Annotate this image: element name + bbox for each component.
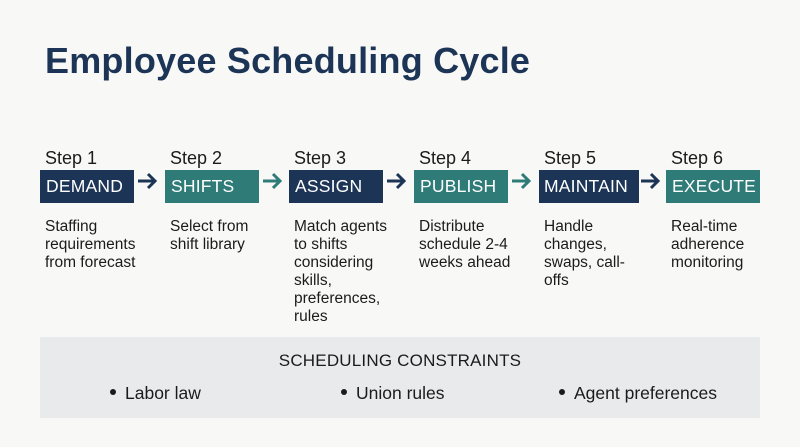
step-description: Match agents to shifts considering skill… (294, 218, 388, 325)
constraints-panel: SCHEDULING CONSTRAINTS Labor law Union r… (40, 337, 760, 418)
constraint-label: Labor law (125, 383, 201, 403)
step-box-shifts: SHIFTS (165, 170, 259, 203)
arrow-right-icon (512, 172, 532, 190)
step-box-publish: PUBLISH (414, 170, 508, 203)
step-description: Staffing requirements from forecast (45, 218, 136, 271)
step-number: Step 2 (170, 148, 223, 168)
constraint-item: Labor law (110, 383, 201, 404)
bullet-icon (341, 389, 347, 396)
step-6: Step 6 EXECUTE Real-time adherence monit… (666, 146, 771, 272)
step-2: Step 2 SHIFTS Select from shift library (165, 146, 280, 254)
constraints-title: SCHEDULING CONSTRAINTS (278, 351, 522, 370)
step-description: Select from shift library (170, 218, 249, 253)
step-box-maintain: MAINTAIN (539, 170, 639, 203)
arrow-right-icon (641, 172, 661, 190)
page-title: Employee Scheduling Cycle (45, 40, 531, 81)
step-3: Step 3 ASSIGN Match agents to shifts con… (289, 146, 404, 326)
constraint-item: Union rules (341, 383, 445, 404)
arrow-right-icon (138, 172, 158, 190)
step-description: Real-time adherence monitoring (671, 218, 745, 271)
arrow-right-icon (263, 172, 283, 190)
step-number: Step 1 (45, 148, 98, 168)
constraint-label: Agent preferences (574, 383, 718, 403)
step-5: Step 5 MAINTAIN Handle changes, swaps, c… (539, 146, 639, 290)
step-box-assign: ASSIGN (289, 170, 383, 203)
bullet-icon (110, 389, 116, 396)
step-1: Step 1 DEMAND Staffing requirements from… (40, 146, 155, 272)
bullet-icon (559, 389, 565, 396)
step-number: Step 4 (419, 148, 472, 168)
step-4: Step 4 PUBLISH Distribute schedule 2-4 w… (414, 146, 529, 272)
step-number: Step 3 (294, 148, 347, 168)
step-box-execute: EXECUTE (666, 170, 760, 203)
arrow-right-icon (387, 172, 407, 190)
constraint-item: Agent preferences (559, 383, 717, 404)
step-description: Handle changes, swaps, call-offs (544, 218, 625, 289)
step-number: Step 5 (544, 148, 597, 168)
constraint-label: Union rules (356, 383, 445, 403)
step-number: Step 6 (671, 148, 724, 168)
step-box-demand: DEMAND (40, 170, 134, 203)
step-description: Distribute schedule 2-4 weeks ahead (419, 218, 511, 271)
